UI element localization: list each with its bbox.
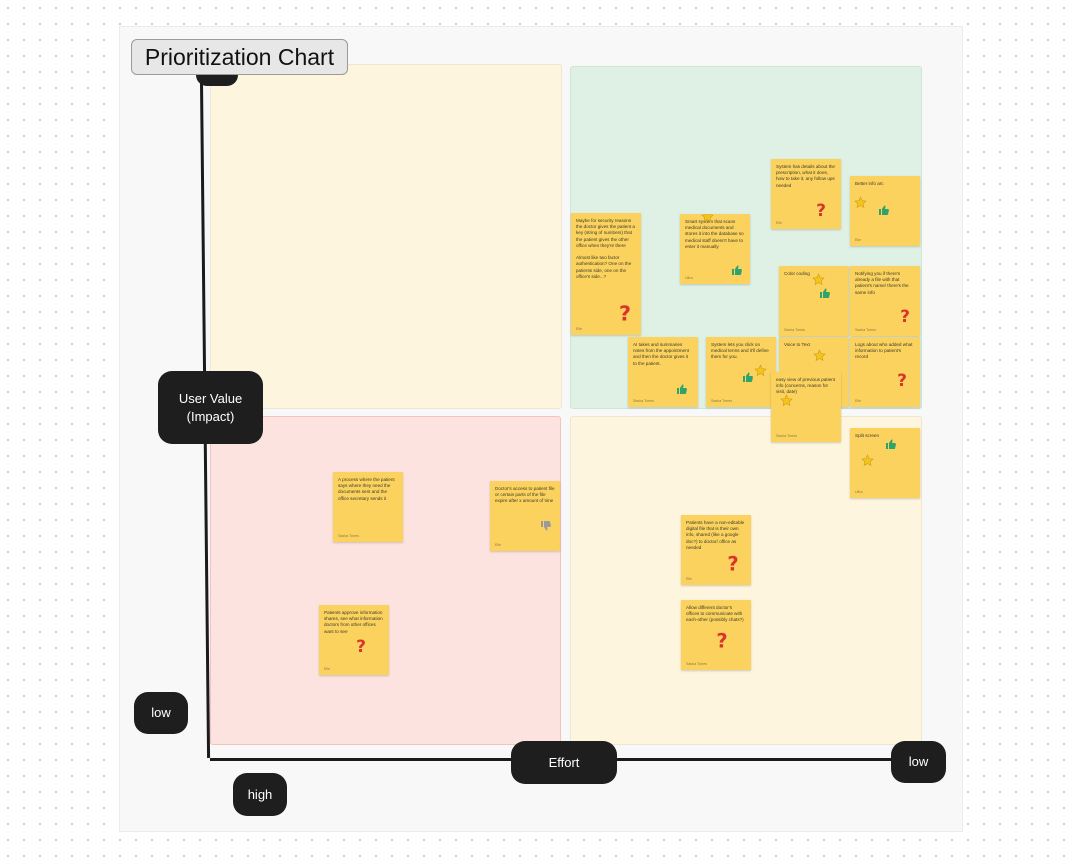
sticky-text: System has details about the prescriptio… (776, 164, 835, 188)
sticky-author: Sasha Torres (855, 328, 877, 332)
sticky-text: easy view of previous patient info (conc… (776, 377, 835, 395)
question-icon: ? (619, 302, 631, 324)
star-icon (780, 394, 793, 407)
sticky-text: Maybe for security reasons the doctor gi… (576, 218, 635, 279)
sticky-text: Notifying you if there's already a file … (855, 271, 909, 295)
sticky-text: Smart system that scans medical document… (685, 219, 744, 249)
sticky-author: Ultra (685, 276, 693, 280)
sticky-text: Patients have a non-editable digital fil… (686, 520, 745, 550)
thumbs-up-icon (879, 205, 889, 215)
quadrant-low-value-high-effort (210, 416, 561, 745)
sticky-text: System lets you click on medical terms a… (711, 342, 769, 360)
x-axis-high-label[interactable]: high (233, 773, 287, 816)
sticky-note[interactable]: Smart system that scans medical document… (680, 214, 750, 284)
thumbs-up-icon (732, 265, 742, 275)
question-icon: ? (356, 637, 366, 655)
x-axis-low-label[interactable]: low (891, 741, 946, 783)
sticky-text: AI takes and summaries notes from the ap… (633, 342, 689, 366)
chart-title[interactable]: Prioritization Chart (131, 39, 348, 75)
sticky-note[interactable]: Allow different doctor's offices to comm… (681, 600, 751, 670)
star-icon (701, 214, 714, 223)
star-icon (754, 364, 767, 377)
sticky-author: Elle (495, 543, 501, 547)
y-axis-label[interactable]: User Value (Impact) (158, 371, 263, 444)
thumbs-up-icon (820, 288, 830, 298)
question-icon: ? (900, 307, 910, 325)
sticky-author: Sasha Torres (784, 328, 806, 332)
sticky-author: Sasha Torres (686, 662, 708, 666)
sticky-text: Voice to Text (784, 342, 810, 347)
sticky-note[interactable]: System lets you click on medical terms a… (706, 337, 776, 407)
sticky-note[interactable]: Split screen Ultra (850, 428, 920, 498)
sticky-author: Elle (324, 667, 330, 671)
sticky-text: Patients approve information shares, see… (324, 610, 383, 634)
question-icon: ? (727, 553, 738, 574)
sticky-text: Allow different doctor's offices to comm… (686, 605, 744, 623)
question-icon: ? (716, 630, 727, 651)
sticky-note[interactable]: Maybe for security reasons the doctor gi… (571, 213, 641, 335)
svg-text:?: ? (356, 637, 366, 655)
sticky-note[interactable]: Better info arc Elle (850, 176, 920, 246)
quadrant-high-value-high-effort (210, 64, 562, 409)
sticky-author: Sasha Torres (338, 534, 360, 538)
sticky-author: Elle (686, 577, 692, 581)
sticky-text: Better info arc (855, 181, 884, 186)
sticky-text: Color coding (784, 271, 810, 276)
sticky-note[interactable]: System has details about the prescriptio… (771, 159, 841, 229)
sticky-note[interactable]: Logs about who added what information to… (850, 337, 920, 407)
svg-text:?: ? (900, 307, 910, 325)
svg-text:?: ? (816, 201, 826, 219)
sticky-note[interactable]: Patients have a non-editable digital fil… (681, 515, 751, 585)
sticky-author: Ultra (855, 490, 863, 494)
sticky-text: A process where the patient says where t… (338, 477, 395, 501)
star-icon (812, 273, 825, 286)
sticky-note[interactable]: easy view of previous patient info (conc… (771, 372, 841, 442)
sticky-note[interactable]: A process where the patient says where t… (333, 472, 403, 542)
svg-text:?: ? (727, 553, 738, 574)
sticky-author: Sasha Torres (711, 399, 733, 403)
sticky-note[interactable]: AI takes and summaries notes from the ap… (628, 337, 698, 407)
sticky-note[interactable]: Color coding Sasha Torres (779, 266, 849, 336)
svg-text:?: ? (897, 371, 907, 389)
sticky-author: Sasha Torres (776, 434, 798, 438)
question-icon: ? (816, 201, 826, 219)
thumbs-up-icon (886, 439, 896, 449)
sticky-author: Elle (776, 221, 782, 225)
y-axis-low-label[interactable]: low (134, 692, 188, 734)
thumbs-up-icon (743, 372, 753, 382)
sticky-note[interactable]: Doctor's access to patient file or certa… (490, 481, 560, 551)
sticky-text: Logs about who added what information to… (855, 342, 913, 360)
sticky-author: Elle (576, 327, 582, 331)
svg-text:?: ? (619, 302, 631, 324)
star-icon (854, 196, 867, 209)
sticky-author: Elle (855, 399, 861, 403)
thumbs-down-icon (541, 521, 551, 531)
star-icon (861, 454, 874, 467)
star-icon (813, 349, 826, 362)
svg-text:?: ? (716, 630, 727, 651)
sticky-text: Split screen (855, 433, 880, 438)
sticky-author: Sasha Torres (633, 399, 655, 403)
sticky-note[interactable]: Patients approve information shares, see… (319, 605, 389, 675)
sticky-note[interactable]: Notifying you if there's already a file … (850, 266, 920, 336)
x-axis-label[interactable]: Effort (511, 741, 617, 784)
question-icon: ? (897, 371, 907, 389)
thumbs-up-icon (677, 384, 687, 394)
sticky-text: Doctor's access to patient file or certa… (495, 486, 555, 504)
sticky-author: Elle (855, 238, 861, 242)
